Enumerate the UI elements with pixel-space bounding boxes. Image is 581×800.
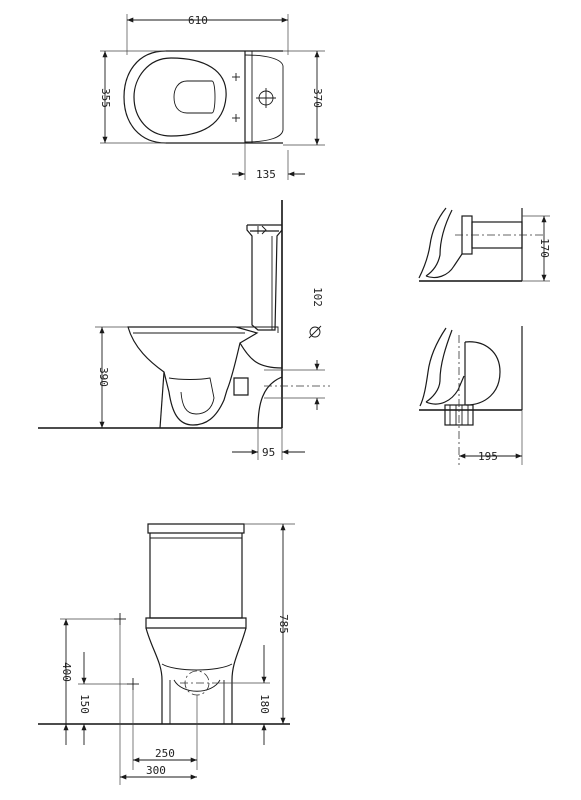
- side-view: [38, 200, 330, 460]
- dim-102: 102: [311, 287, 324, 307]
- dim-610: 610: [188, 14, 208, 27]
- dim-135: 135: [256, 168, 276, 181]
- plan-seat-outline: [133, 57, 227, 137]
- front-fixing-cross-upper: [114, 613, 126, 625]
- detail-vertical-outlet: [419, 326, 523, 465]
- plan-outlet-cross: [256, 88, 276, 108]
- dim-370: 370: [311, 88, 324, 108]
- plan-view: [100, 14, 325, 180]
- dim-95: 95: [262, 446, 275, 459]
- dim-150: 150: [78, 694, 91, 714]
- dim-250: 250: [155, 747, 175, 760]
- dim-400: 400: [60, 662, 73, 682]
- dim-195: 195: [478, 450, 498, 463]
- detail-horizontal-outlet: [418, 207, 550, 282]
- plan-bowl-outline: [123, 50, 283, 144]
- side-bowl-outline: [127, 326, 259, 426]
- plan-fixing-cross-bottom: [232, 114, 240, 122]
- dim-300: 300: [146, 764, 166, 777]
- dim-180: 180: [258, 694, 271, 714]
- dim-355: 355: [99, 88, 112, 108]
- side-cistern: [246, 224, 283, 331]
- front-view: [38, 523, 295, 785]
- dim-785: 785: [277, 614, 290, 634]
- front-fixing-cross-lower: [127, 678, 139, 690]
- front-bowl-body: [145, 627, 247, 724]
- plan-fixing-cross-top: [232, 73, 240, 81]
- dim-170: 170: [538, 238, 551, 258]
- dim-390: 390: [97, 367, 110, 387]
